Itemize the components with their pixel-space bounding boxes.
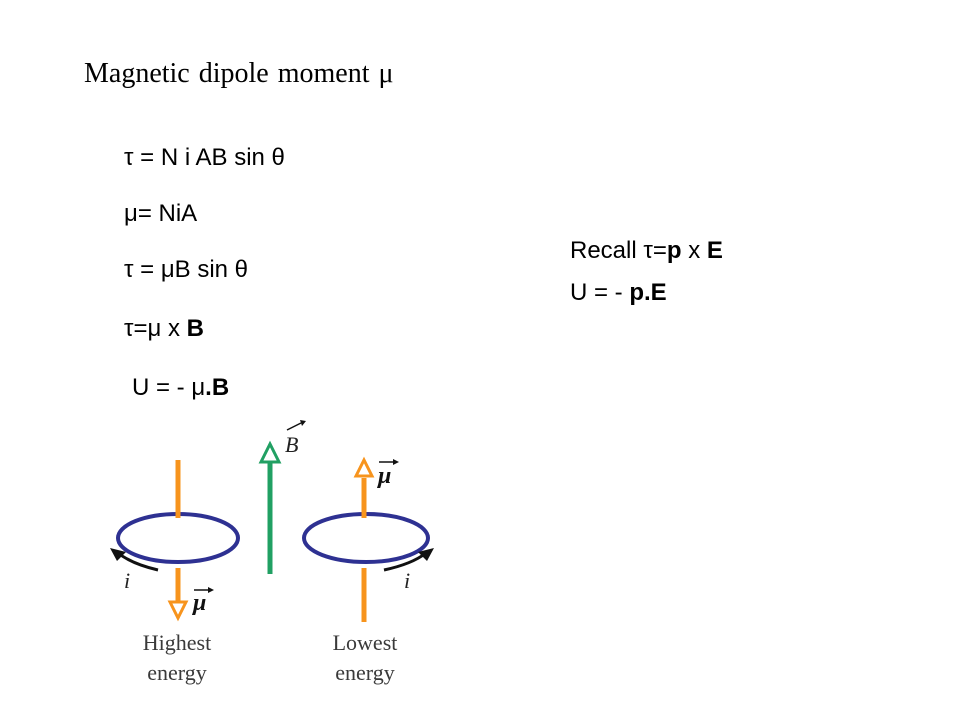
dipole-moment-equation: μ= NiA: [124, 200, 198, 227]
torque-cross-text: τ=μ x: [124, 315, 187, 342]
left-dipole: i μ Highest energy: [110, 460, 240, 685]
left-caption-line2: energy: [147, 660, 206, 685]
recall-e: E: [706, 237, 723, 264]
energy-text: U = - μ: [132, 374, 206, 401]
right-mu-vector-tip: [393, 459, 399, 465]
left-mu-vector-tip: [208, 587, 214, 593]
page-title: Magnetic dipole moment μ: [84, 58, 394, 89]
left-dipole-arrowhead: [167, 600, 189, 622]
field-vector-tip: [300, 420, 306, 426]
energy-bold: .B: [205, 374, 230, 401]
recall-energy-bold: p.E: [629, 279, 667, 306]
torque-cross-equation: τ=μ x B: [124, 315, 204, 343]
field-arrowhead: [258, 440, 282, 464]
right-caption-line1: Lowest: [333, 630, 398, 655]
right-loop-front: [302, 537, 430, 564]
right-current-arrowhead: [418, 548, 434, 561]
left-current-label: i: [124, 568, 130, 593]
recall-energy: U = - p.E: [570, 279, 667, 307]
right-dipole: i μ Lowest energy: [302, 456, 434, 685]
magnetic-field-arrow: B: [258, 420, 306, 574]
field-label: B: [285, 432, 298, 457]
right-mu-label: μ: [376, 463, 391, 489]
left-current-arrowhead: [110, 548, 126, 561]
right-caption-line2: energy: [335, 660, 394, 685]
right-current-label: i: [404, 568, 410, 593]
recall-cross: x: [681, 237, 707, 264]
left-caption-line1: Highest: [143, 630, 211, 655]
energy-equation: U = - μ.B: [132, 374, 229, 402]
torque-mu-equation: τ = μB sin θ: [124, 256, 249, 283]
recall-torque-text: Recall τ=: [570, 237, 667, 264]
torque-cross-bold: B: [186, 315, 205, 342]
recall-energy-text: U = -: [570, 279, 630, 306]
recall-p: p: [666, 237, 682, 264]
recall-torque: Recall τ=p x E: [570, 237, 723, 265]
left-loop-front: [116, 537, 240, 564]
right-dipole-arrowhead: [353, 456, 375, 478]
field-vector-bar: [286, 422, 302, 431]
torque-equation: τ = N i AB sin θ: [124, 144, 285, 171]
left-mu-label: μ: [191, 590, 206, 616]
